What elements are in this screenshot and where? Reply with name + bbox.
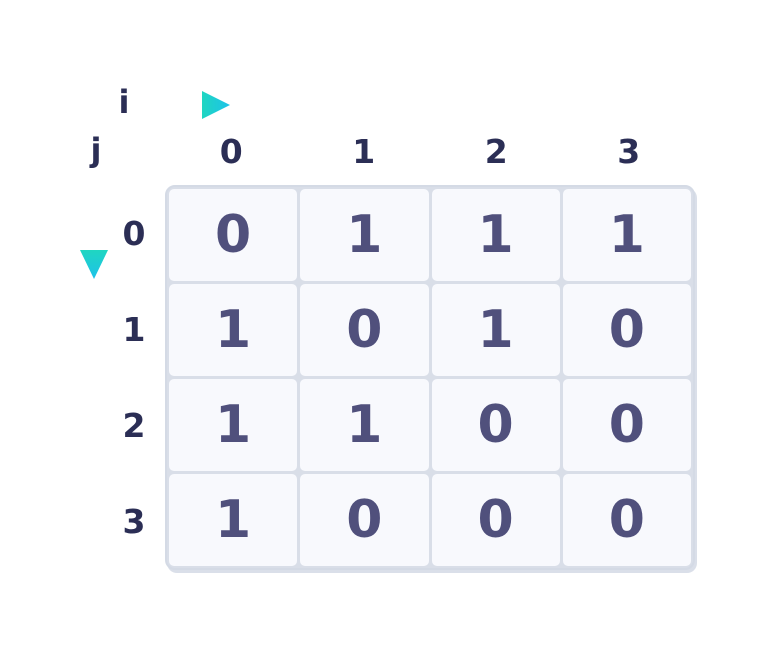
- col-header-1: 1: [352, 131, 376, 171]
- row-header-3: 3: [122, 502, 146, 542]
- matrix-cell-r2c0: 1: [169, 379, 298, 471]
- matrix-cell-r1c2: 1: [431, 284, 560, 376]
- matrix-cell-r1c3: 0: [562, 284, 691, 376]
- row-headers: 0 1 2 3: [104, 185, 164, 570]
- matrix-cell-r3c1: 0: [300, 474, 429, 566]
- matrix-cell-r2c3: 0: [562, 379, 691, 471]
- col-header-2: 2: [484, 131, 508, 171]
- j-axis-arrow-icon: [80, 184, 108, 279]
- matrix-cell-r3c2: 0: [431, 474, 560, 566]
- matrix-cell-r0c3: 1: [562, 189, 691, 281]
- i-axis-arrow-icon: [134, 91, 230, 119]
- row-header-2: 2: [122, 406, 146, 446]
- matrix-cell-r2c2: 0: [431, 379, 560, 471]
- matrix-cell-r0c0: 0: [169, 189, 298, 281]
- row-header-1: 1: [122, 309, 146, 349]
- matrix-cell-r1c1: 0: [300, 284, 429, 376]
- matrix-cell-r0c1: 1: [300, 189, 429, 281]
- row-header-0: 0: [122, 213, 146, 253]
- col-header-0: 0: [219, 131, 243, 171]
- j-axis-label: j: [90, 131, 102, 169]
- col-header-3: 3: [617, 131, 641, 171]
- column-headers: 0 1 2 3: [165, 128, 695, 174]
- matrix-cell-r3c0: 1: [169, 474, 298, 566]
- matrix-cell-r2c1: 1: [300, 379, 429, 471]
- i-axis-label: i: [118, 83, 130, 121]
- matrix-cell-r3c3: 0: [562, 474, 691, 566]
- matrix-cell-r0c2: 1: [431, 189, 560, 281]
- matrix-cell-r1c0: 1: [169, 284, 298, 376]
